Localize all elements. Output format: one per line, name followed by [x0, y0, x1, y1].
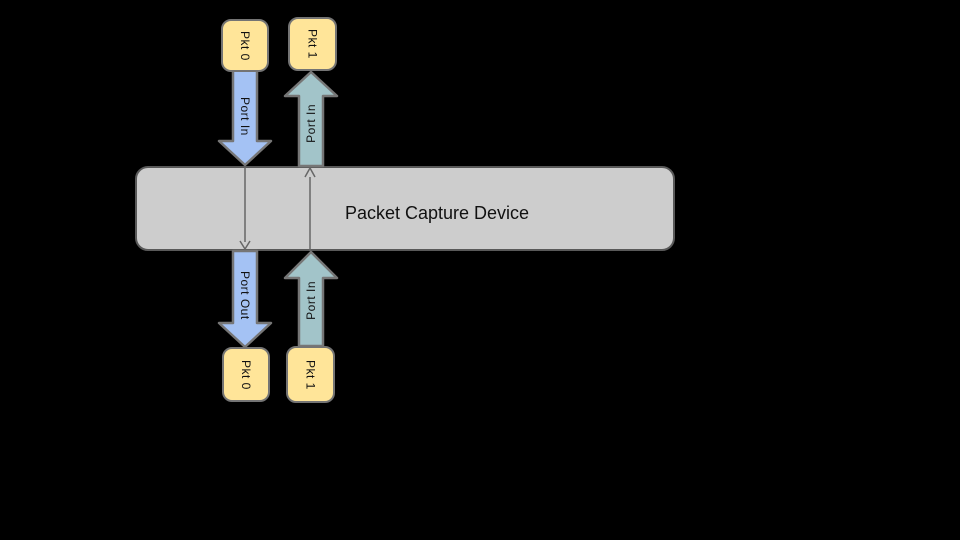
packet-capture-device-box: [135, 166, 675, 251]
port-out-down-arrow-bottom: [217, 249, 273, 349]
device-label: Packet Capture Device: [344, 203, 530, 223]
port-in-label-top-left: Port In: [231, 81, 259, 151]
port-out-label-bottom-left: Port Out: [231, 260, 259, 330]
packet-label: Pkt 1: [305, 29, 320, 59]
internal-flow-arrow-up: [304, 166, 316, 251]
packet-label: Pkt 0: [239, 359, 253, 390]
packet-box-bottom-pkt0: Pkt 0: [222, 347, 270, 402]
packet-label: Pkt 0: [238, 30, 252, 61]
internal-flow-arrow-down: [239, 167, 251, 251]
port-label-text: Port In: [304, 280, 318, 320]
port-in-down-arrow-top: [217, 68, 273, 167]
port-in-label-top-right: Port In: [297, 88, 325, 158]
port-label-text: Port In: [238, 96, 252, 136]
port-in-up-arrow-bottom: [283, 250, 339, 348]
packet-label: Pkt 1: [303, 359, 318, 390]
packet-box-bottom-pkt1: Pkt 1: [286, 346, 335, 403]
port-in-up-arrow-top: [283, 70, 339, 168]
packet-box-top-pkt1: Pkt 1: [288, 17, 337, 71]
port-label-text: Port In: [304, 103, 318, 143]
port-label-text: Port Out: [238, 270, 252, 320]
port-in-label-bottom-right: Port In: [297, 265, 325, 335]
packet-box-top-pkt0: Pkt 0: [221, 19, 269, 72]
